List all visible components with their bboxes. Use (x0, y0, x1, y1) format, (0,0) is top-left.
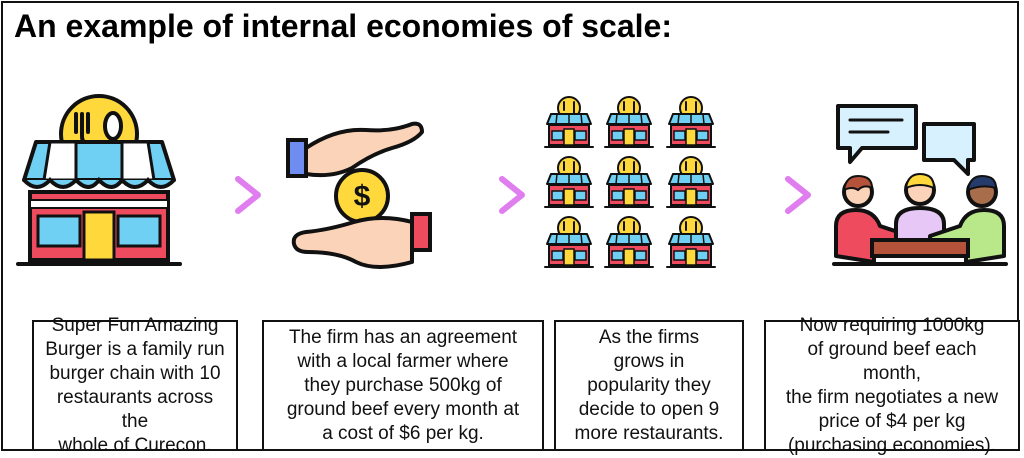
arrow-3 (737, 176, 811, 214)
step-4-description: Now requiring 1000kg of ground beef each… (764, 315, 1020, 456)
step-2-description: The firm has an agreement with a local f… (262, 320, 544, 451)
step-3-text: As the firms grows in popularity they de… (574, 326, 724, 444)
negotiation-meeting-icon (832, 104, 1008, 266)
step-3-description: As the firms grows in popularity they de… (554, 320, 744, 451)
page-title: An example of internal economies of scal… (14, 8, 672, 44)
arrow-2 (451, 176, 525, 214)
step-4-text: Now requiring 1000kg of ground beef each… (785, 314, 999, 456)
step-2-text: The firm has an agreement with a local f… (286, 326, 520, 444)
step-1-description: Super Fun Amazing Burger is a family run… (32, 315, 238, 456)
restaurant-grid-icon (544, 96, 716, 268)
payment-hands-icon: $ (286, 121, 432, 269)
restaurant-icon (16, 94, 182, 266)
arrow-1 (187, 176, 261, 214)
step-1-text: Super Fun Amazing Burger is a family run… (45, 314, 225, 456)
coin-symbol: $ (354, 180, 371, 213)
